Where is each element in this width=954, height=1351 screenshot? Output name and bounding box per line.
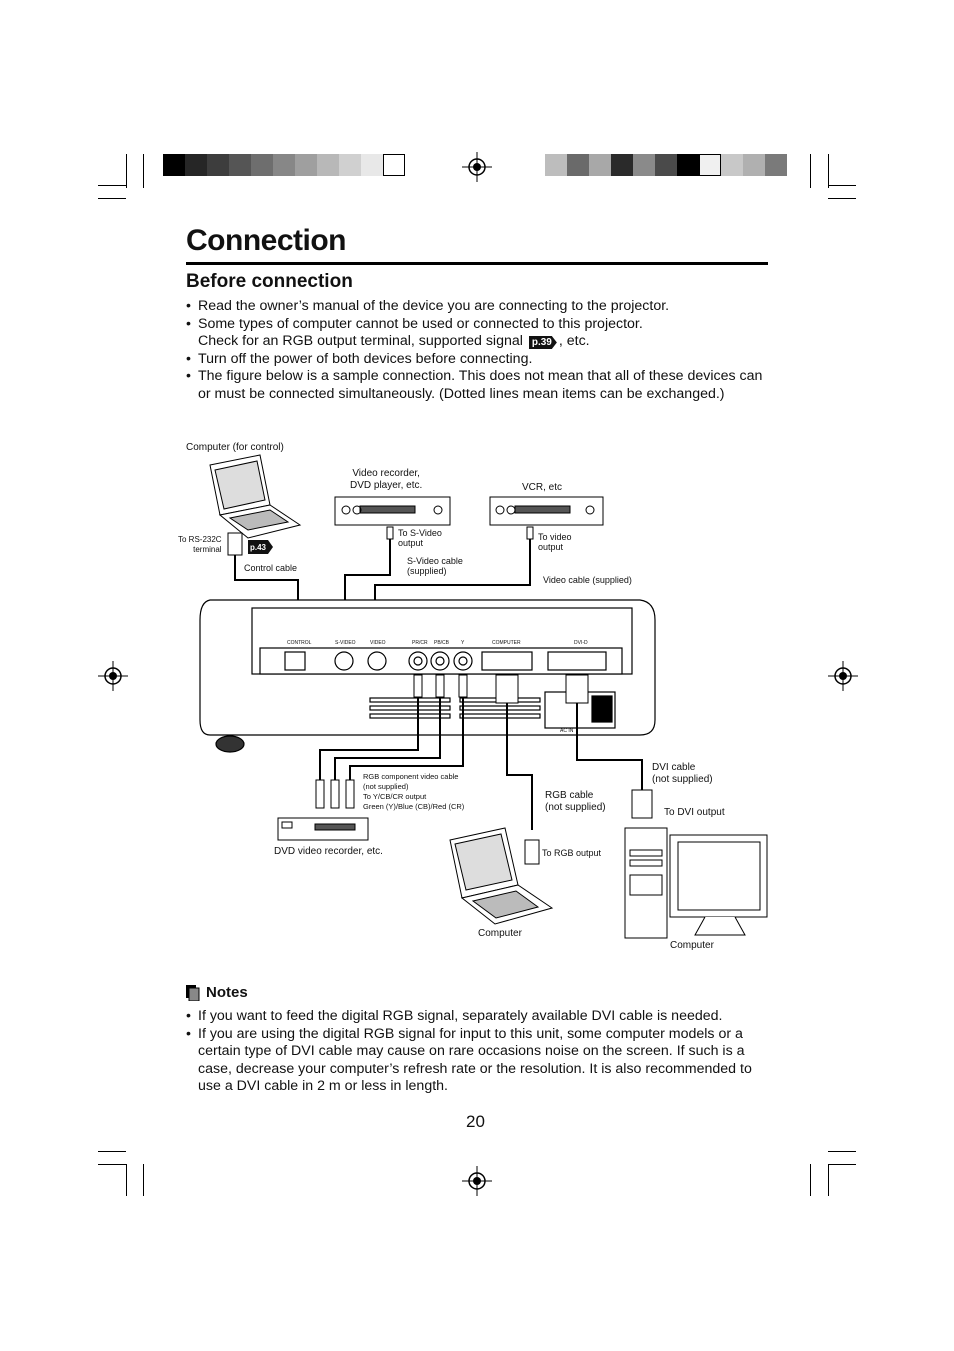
crop-mark [98, 1164, 126, 1165]
label-video-cable: Video cable (supplied) [543, 575, 632, 585]
notes-bullets: If you want to feed the digital RGB sign… [186, 1008, 776, 1096]
crop-mark [828, 1164, 829, 1196]
intro-bullets: Read the owner’s manual of the device yo… [186, 298, 776, 403]
label-rgb-component-cable: RGB component video cable (not supplied)… [363, 772, 465, 811]
label-rgb-cable: RGB cable(not supplied) [545, 790, 606, 813]
label-to-dvi-output: To DVI output [664, 807, 725, 818]
color-swatch [207, 154, 229, 176]
diagram-drawing [199, 454, 768, 939]
crop-mark [143, 154, 144, 188]
crop-mark [828, 185, 856, 186]
label-svideo-cable: S-Video cable(supplied) [407, 556, 463, 576]
color-swatch [295, 154, 317, 176]
registration-mark-right [828, 661, 858, 691]
panel-label-pb: PB/CB [434, 640, 450, 646]
color-swatch [317, 154, 339, 176]
connection-diagram: Computer (for control) Video recorder,DV… [170, 430, 780, 960]
crop-mark [98, 1151, 126, 1152]
projector-icon [199, 599, 656, 753]
color-swatch [677, 154, 699, 176]
color-swatch [699, 154, 721, 176]
crop-mark [126, 154, 127, 188]
panel-label-pr: PR/CR [412, 640, 428, 646]
color-swatch [361, 154, 383, 176]
crop-mark [828, 198, 856, 199]
vcr-icon [489, 496, 604, 526]
note-item: If you are using the digital RGB signal … [186, 1026, 776, 1096]
registration-mark-top [462, 152, 492, 182]
color-swatch [611, 154, 633, 176]
note-item: If you want to feed the digital RGB sign… [186, 1008, 776, 1026]
laptop-computer-icon [449, 827, 554, 925]
color-swatch [273, 154, 295, 176]
crop-mark [810, 1164, 811, 1196]
color-swatch [589, 154, 611, 176]
label-computer-laptop: Computer [478, 928, 522, 939]
notes-icon [186, 984, 200, 1001]
crop-mark [828, 154, 829, 188]
color-swatch [567, 154, 589, 176]
title-rule [186, 262, 768, 265]
crop-mark [143, 1164, 144, 1196]
rs232-ref-badge [248, 540, 273, 554]
registration-mark-bottom [462, 1166, 492, 1196]
color-swatch [383, 154, 405, 176]
color-swatch [163, 154, 185, 176]
panel-label-svideo: S-VIDEO [335, 640, 356, 646]
crop-mark [98, 198, 126, 199]
notes-heading: Notes [186, 984, 248, 1001]
laptop-control-icon [209, 454, 302, 539]
panel-label-video: VIDEO [370, 640, 386, 646]
section-heading: Before connection [186, 271, 353, 292]
panel-label-computer: COMPUTER [492, 640, 521, 646]
color-swatch [655, 154, 677, 176]
label-computer-control: Computer (for control) [186, 442, 284, 453]
crop-mark [98, 185, 126, 186]
color-swatch [185, 154, 207, 176]
crop-mark [828, 1164, 856, 1165]
registration-mark-left [98, 661, 128, 691]
panel-label-control: CONTROL [287, 640, 312, 646]
label-dvi-cable: DVI cable(not supplied) [652, 762, 713, 785]
bullet-item: Turn off the power of both devices befor… [186, 351, 776, 369]
color-swatch [229, 154, 251, 176]
crop-mark [126, 1164, 127, 1196]
label-to-rgb-output: To RGB output [542, 848, 602, 858]
desktop-computer-icon [624, 827, 768, 939]
color-bar-left [163, 154, 405, 176]
panel-label-acin: AC IN [560, 728, 574, 734]
bullet-item: Some types of computer cannot be used or… [186, 316, 776, 351]
label-control-cable: Control cable [244, 563, 298, 573]
color-swatch [545, 154, 567, 176]
color-swatch [633, 154, 655, 176]
page-number: 20 [466, 1112, 485, 1131]
rs232-ref-text[interactable]: p.43 [250, 543, 267, 552]
label-computer-desktop: Computer [670, 940, 714, 951]
label-vcr: VCR, etc [522, 482, 563, 493]
page-title: Connection [186, 224, 347, 257]
page-ref-badge[interactable]: p.39 [528, 336, 557, 349]
notes-title: Notes [206, 984, 248, 1001]
video-recorder-icon [334, 496, 451, 526]
panel-label-y: Y [461, 640, 465, 646]
color-swatch [721, 154, 743, 176]
color-bar-right [545, 154, 787, 176]
dvd-recorder-icon [277, 817, 369, 841]
label-video-recorder: Video recorder,DVD player, etc. [350, 468, 423, 491]
bullet-item: The figure below is a sample connection.… [186, 368, 776, 403]
color-swatch [339, 154, 361, 176]
label-dvd-recorder: DVD video recorder, etc. [274, 846, 383, 857]
color-swatch [251, 154, 273, 176]
color-swatch [765, 154, 787, 176]
panel-label-dvi: DVI-D [574, 640, 588, 646]
crop-mark [810, 154, 811, 188]
crop-mark [828, 1151, 856, 1152]
color-swatch [743, 154, 765, 176]
bullet-item: Read the owner’s manual of the device yo… [186, 298, 776, 316]
